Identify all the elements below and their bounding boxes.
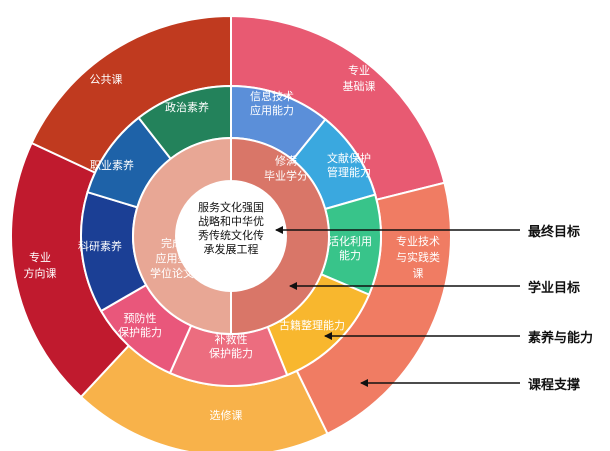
segment-degree-thesis-label: 完成应用型学位论文 (150, 236, 194, 280)
segment-professional-literacy-label-line: 职业素养 (90, 158, 134, 172)
segment-activation-label-line: 活化利用 (328, 234, 372, 248)
segment-remedial-protection-label: 补救性保护能力 (209, 332, 253, 360)
core-label-line: 服务文化强国 (198, 200, 264, 214)
segment-graduation-credits-label: 修满毕业学分 (264, 154, 308, 183)
segment-it-ability-label-line: 信息技术 (250, 89, 294, 103)
segment-research-literacy-label-line: 科研素养 (78, 239, 122, 253)
segment-elective-label: 选修课 (210, 408, 243, 422)
segment-political-literacy-label: 政治素养 (165, 100, 209, 114)
segment-remedial-protection-label-line: 补救性 (215, 332, 248, 346)
core-final-goal: 服务文化强国战略和中华优秀传统文化传承发展工程 (176, 181, 286, 291)
legend-academic-goal-label: 学业目标 (528, 280, 580, 296)
segment-professional-literacy-label: 职业素养 (90, 158, 134, 172)
segment-specialty-basic-label-line: 专业 (348, 63, 370, 77)
legend-literacy-ability-label: 素养与能力 (528, 330, 593, 346)
segment-activation-label-line: 能力 (339, 248, 361, 262)
segment-specialty-direction-label-line: 方向课 (24, 266, 57, 280)
middle-ring-literacy-ability: 信息技术应用能力文献保护管理能力活化利用能力古籍整理能力补救性保护能力预防性保护… (78, 84, 382, 387)
segment-tech-practice-label: 专业技术与实践类课 (396, 234, 440, 280)
segment-tech-practice-label-line: 专业技术 (396, 234, 440, 248)
segment-research-literacy-label: 科研素养 (78, 239, 122, 253)
segment-specialty-basic-label: 专业基础课 (343, 63, 376, 93)
segment-political-literacy-label-line: 政治素养 (165, 100, 209, 114)
segment-activation-label: 活化利用能力 (328, 234, 372, 262)
core-label: 服务文化强国战略和中华优秀传统文化传承发展工程 (198, 200, 264, 256)
segment-it-ability-label-line: 应用能力 (250, 103, 294, 117)
segment-document-protection-label: 文献保护管理能力 (327, 151, 371, 179)
segment-document-protection-label-line: 管理能力 (327, 165, 371, 179)
segment-specialty-basic-label-line: 基础课 (343, 80, 376, 93)
segment-graduation-credits-label-line: 毕业学分 (264, 169, 308, 183)
segment-preventive-protection-label: 预防性保护能力 (118, 311, 162, 339)
core-label-line: 承发展工程 (204, 242, 259, 256)
core-circle (176, 181, 286, 291)
segment-tech-practice-label-line: 课 (413, 267, 424, 280)
legend-final-goal-label: 最终目标 (528, 224, 580, 240)
core-label-line: 秀传统文化传 (198, 228, 264, 242)
legend-course-support-label: 课程支撑 (528, 377, 580, 393)
segment-degree-thesis-label-line: 学位论文 (150, 266, 194, 280)
segment-public-label-line: 公共课 (90, 73, 123, 86)
segment-preventive-protection-label-line: 保护能力 (118, 325, 162, 339)
segment-public-label: 公共课 (90, 73, 123, 86)
segment-remedial-protection-label-line: 保护能力 (209, 346, 253, 360)
segment-specialty-direction-label-line: 专业 (29, 250, 51, 264)
segment-elective-label-line: 选修课 (210, 408, 243, 422)
segment-ancient-books-label-line: 古籍整理能力 (279, 318, 345, 332)
core-label-line: 战略和中华优 (198, 214, 264, 228)
segment-ancient-books-label: 古籍整理能力 (279, 318, 345, 332)
segment-it-ability-label: 信息技术应用能力 (250, 89, 294, 117)
segment-specialty-direction-label: 专业方向课 (24, 250, 57, 280)
segment-document-protection-label-line: 文献保护 (327, 151, 371, 165)
segment-tech-practice-label-line: 与实践类 (396, 250, 440, 264)
segment-graduation-credits-label-line: 修满 (275, 154, 297, 168)
segment-preventive-protection-label-line: 预防性 (124, 311, 157, 325)
